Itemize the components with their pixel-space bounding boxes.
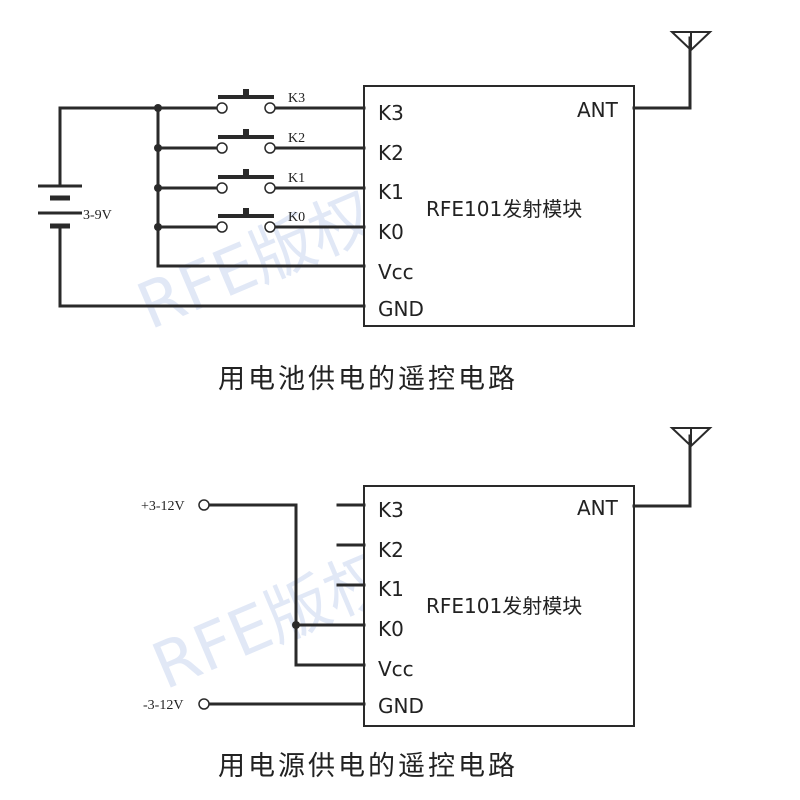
pin-label-k3: K3 bbox=[378, 101, 404, 125]
battery-positive-wire bbox=[58, 106, 160, 188]
terminal-positive-icon bbox=[198, 499, 210, 511]
common-rail bbox=[156, 106, 366, 268]
antenna-icon bbox=[669, 427, 713, 448]
battery-voltage-label: 3-9V bbox=[83, 208, 112, 223]
battery-icon bbox=[38, 184, 82, 229]
junction-dot bbox=[154, 144, 162, 152]
pin-label-vcc: Vcc bbox=[378, 657, 414, 681]
junction-dot bbox=[292, 621, 300, 629]
positive-supply-label: +3-12V bbox=[141, 499, 185, 514]
switch-label: K3 bbox=[288, 91, 305, 106]
pin-label-k1: K1 bbox=[378, 180, 404, 204]
bottom-circuit: K3 K2 K1 K0 Vcc GND ANT RFE101发射模块 +3-12… bbox=[141, 427, 713, 782]
caption-top: 用电池供电的遥控电路 bbox=[218, 364, 518, 395]
module-name: RFE101发射模块 bbox=[426, 197, 582, 221]
switch-k0: K0 bbox=[156, 208, 366, 233]
switch-label: K2 bbox=[288, 131, 305, 146]
negative-supply-label: -3-12V bbox=[143, 698, 183, 713]
pin-label-k0: K0 bbox=[378, 220, 404, 244]
antenna-wire bbox=[632, 36, 692, 110]
switch-k3: K3 bbox=[156, 89, 366, 114]
terminal-negative-icon bbox=[198, 698, 210, 710]
pin-label-k3: K3 bbox=[378, 498, 404, 522]
junction-dot bbox=[154, 104, 162, 112]
caption-bottom: 用电源供电的遥控电路 bbox=[218, 751, 518, 782]
pin-label-gnd: GND bbox=[378, 297, 424, 321]
pin-label-ant: ANT bbox=[577, 98, 619, 122]
top-circuit: K3 K2 K1 K0 Vcc GND ANT RFE101发射模块 3-9V bbox=[38, 31, 713, 395]
pin-label-k2: K2 bbox=[378, 538, 404, 562]
transmitter-module-box bbox=[363, 85, 635, 327]
antenna-icon bbox=[669, 31, 713, 52]
positive-supply-wire bbox=[208, 503, 366, 667]
pin-label-gnd: GND bbox=[378, 694, 424, 718]
junction-dot bbox=[154, 223, 162, 231]
pin-label-k2: K2 bbox=[378, 141, 404, 165]
pin-label-vcc: Vcc bbox=[378, 260, 414, 284]
antenna-wire bbox=[632, 434, 692, 508]
switch-label: K0 bbox=[288, 210, 305, 225]
battery-negative-wire bbox=[58, 224, 366, 308]
junction-dot bbox=[154, 184, 162, 192]
transmitter-module-box bbox=[363, 485, 635, 727]
switch-k1: K1 bbox=[156, 169, 366, 194]
pin-label-k1: K1 bbox=[378, 577, 404, 601]
switch-k2: K2 bbox=[156, 129, 366, 154]
module-name: RFE101发射模块 bbox=[426, 594, 582, 618]
pin-label-k0: K0 bbox=[378, 617, 404, 641]
switch-label: K1 bbox=[288, 171, 305, 186]
pin-label-ant: ANT bbox=[577, 496, 619, 520]
